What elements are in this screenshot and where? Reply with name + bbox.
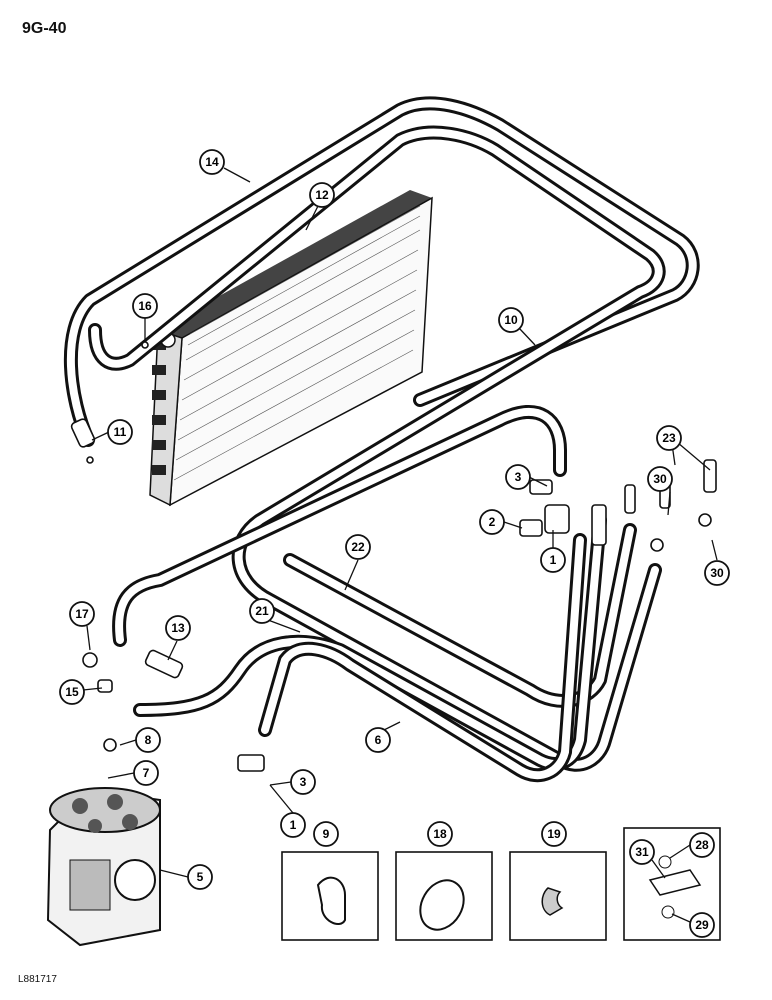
callout-8: 8 (135, 727, 161, 753)
detail-box-9 (281, 851, 379, 941)
svg-text:21: 21 (255, 604, 269, 618)
leader-lines (82, 167, 718, 923)
svg-text:12: 12 (315, 188, 329, 202)
callout-5: 5 (187, 864, 213, 890)
svg-text:6: 6 (375, 733, 382, 747)
callout-13: 13 (165, 615, 191, 641)
callout-16: 16 (132, 293, 158, 319)
svg-text:17: 17 (75, 607, 89, 621)
figure-code: L881717 (18, 974, 57, 985)
callout-9: 9 (313, 821, 339, 847)
svg-text:31: 31 (635, 845, 649, 859)
svg-text:8: 8 (145, 733, 152, 747)
callout-18: 18 (427, 821, 453, 847)
callout-10: 10 (498, 307, 524, 333)
svg-text:5: 5 (197, 870, 204, 884)
fittings (70, 341, 717, 772)
detail-box-18 (395, 851, 493, 941)
callout-17: 17 (69, 601, 95, 627)
callout-6: 6 (365, 727, 391, 753)
svg-text:23: 23 (662, 431, 676, 445)
page-number: 9G-40 (22, 20, 67, 37)
callout-30-left: 30 (647, 466, 673, 492)
callout-2: 2 (479, 509, 505, 535)
svg-text:22: 22 (351, 540, 365, 554)
callout-22: 22 (345, 534, 371, 560)
svg-text:13: 13 (171, 621, 185, 635)
callout-31: 31 (629, 839, 655, 865)
svg-text:3: 3 (515, 470, 522, 484)
svg-text:29: 29 (695, 918, 709, 932)
svg-text:1: 1 (290, 818, 297, 832)
callout-15: 15 (59, 679, 85, 705)
svg-text:11: 11 (114, 425, 127, 439)
callout-12: 12 (309, 182, 335, 208)
svg-text:7: 7 (143, 766, 150, 780)
svg-text:14: 14 (205, 155, 219, 169)
callout-23: 23 (656, 425, 682, 451)
callout-1-bottom: 1 (280, 812, 306, 838)
svg-text:30: 30 (710, 566, 724, 580)
compressor (46, 787, 161, 947)
callout-28: 28 (689, 832, 715, 858)
svg-text:19: 19 (547, 827, 561, 841)
hose-14 (63, 96, 700, 447)
callout-3-top: 3 (505, 464, 531, 490)
callout-30-right: 30 (704, 560, 730, 586)
svg-text:15: 15 (65, 685, 79, 699)
callout-3-bottom: 3 (290, 769, 316, 795)
detail-box-19 (509, 851, 607, 941)
svg-text:3: 3 (300, 775, 307, 789)
svg-text:30: 30 (653, 472, 667, 486)
hose-6 (258, 533, 587, 783)
svg-text:9: 9 (323, 827, 330, 841)
callout-21: 21 (249, 598, 275, 624)
svg-text:1: 1 (550, 553, 557, 567)
callout-7: 7 (133, 760, 159, 786)
svg-text:18: 18 (433, 827, 447, 841)
callout-14: 14 (199, 149, 225, 175)
svg-text:10: 10 (504, 313, 518, 327)
condenser (149, 190, 433, 507)
svg-text:28: 28 (695, 838, 709, 852)
callout-1-top: 1 (540, 547, 566, 573)
callout-19: 19 (541, 821, 567, 847)
callout-11: 11 (107, 419, 133, 445)
svg-text:2: 2 (489, 515, 496, 529)
svg-text:16: 16 (138, 299, 152, 313)
callout-29: 29 (689, 912, 715, 938)
